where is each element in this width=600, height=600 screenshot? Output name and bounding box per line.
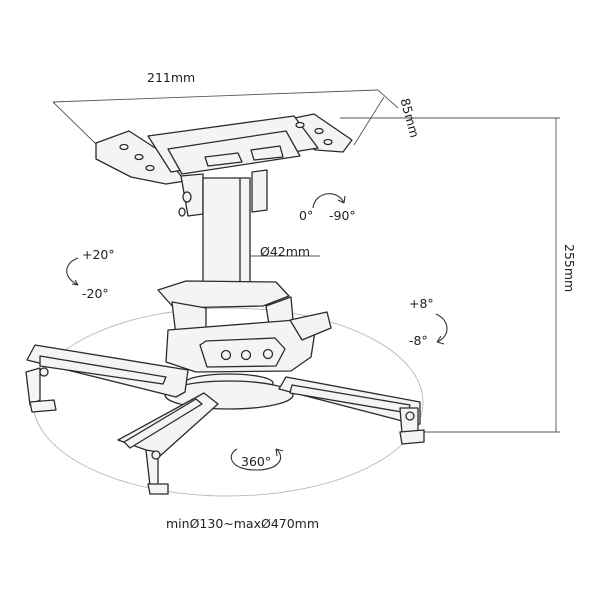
ceiling-plate xyxy=(95,113,353,185)
swivel-label: 360° xyxy=(241,454,272,469)
base-range-label: minØ130~maxØ470mm xyxy=(166,516,320,531)
tube-diameter-label: Ø42mm xyxy=(260,244,311,259)
tilt-up-label: +20° xyxy=(82,247,115,262)
height-dimension-label: 255mm xyxy=(562,244,577,293)
tilt-bracket xyxy=(178,169,268,217)
rotation-arrows xyxy=(66,193,448,471)
level-up-label: +8° xyxy=(409,296,434,311)
spider-arm-right xyxy=(278,376,425,445)
extension-tube xyxy=(202,177,251,301)
spider-arm-front xyxy=(117,392,219,495)
width-dimension-label: 211mm xyxy=(147,70,196,85)
pan-end-label: -90° xyxy=(329,208,356,223)
spider-arm-left xyxy=(25,344,189,413)
tilt-down-label: -20° xyxy=(82,286,109,301)
level-down-label: -8° xyxy=(409,333,428,348)
pan-start-label: 0° xyxy=(299,208,314,223)
